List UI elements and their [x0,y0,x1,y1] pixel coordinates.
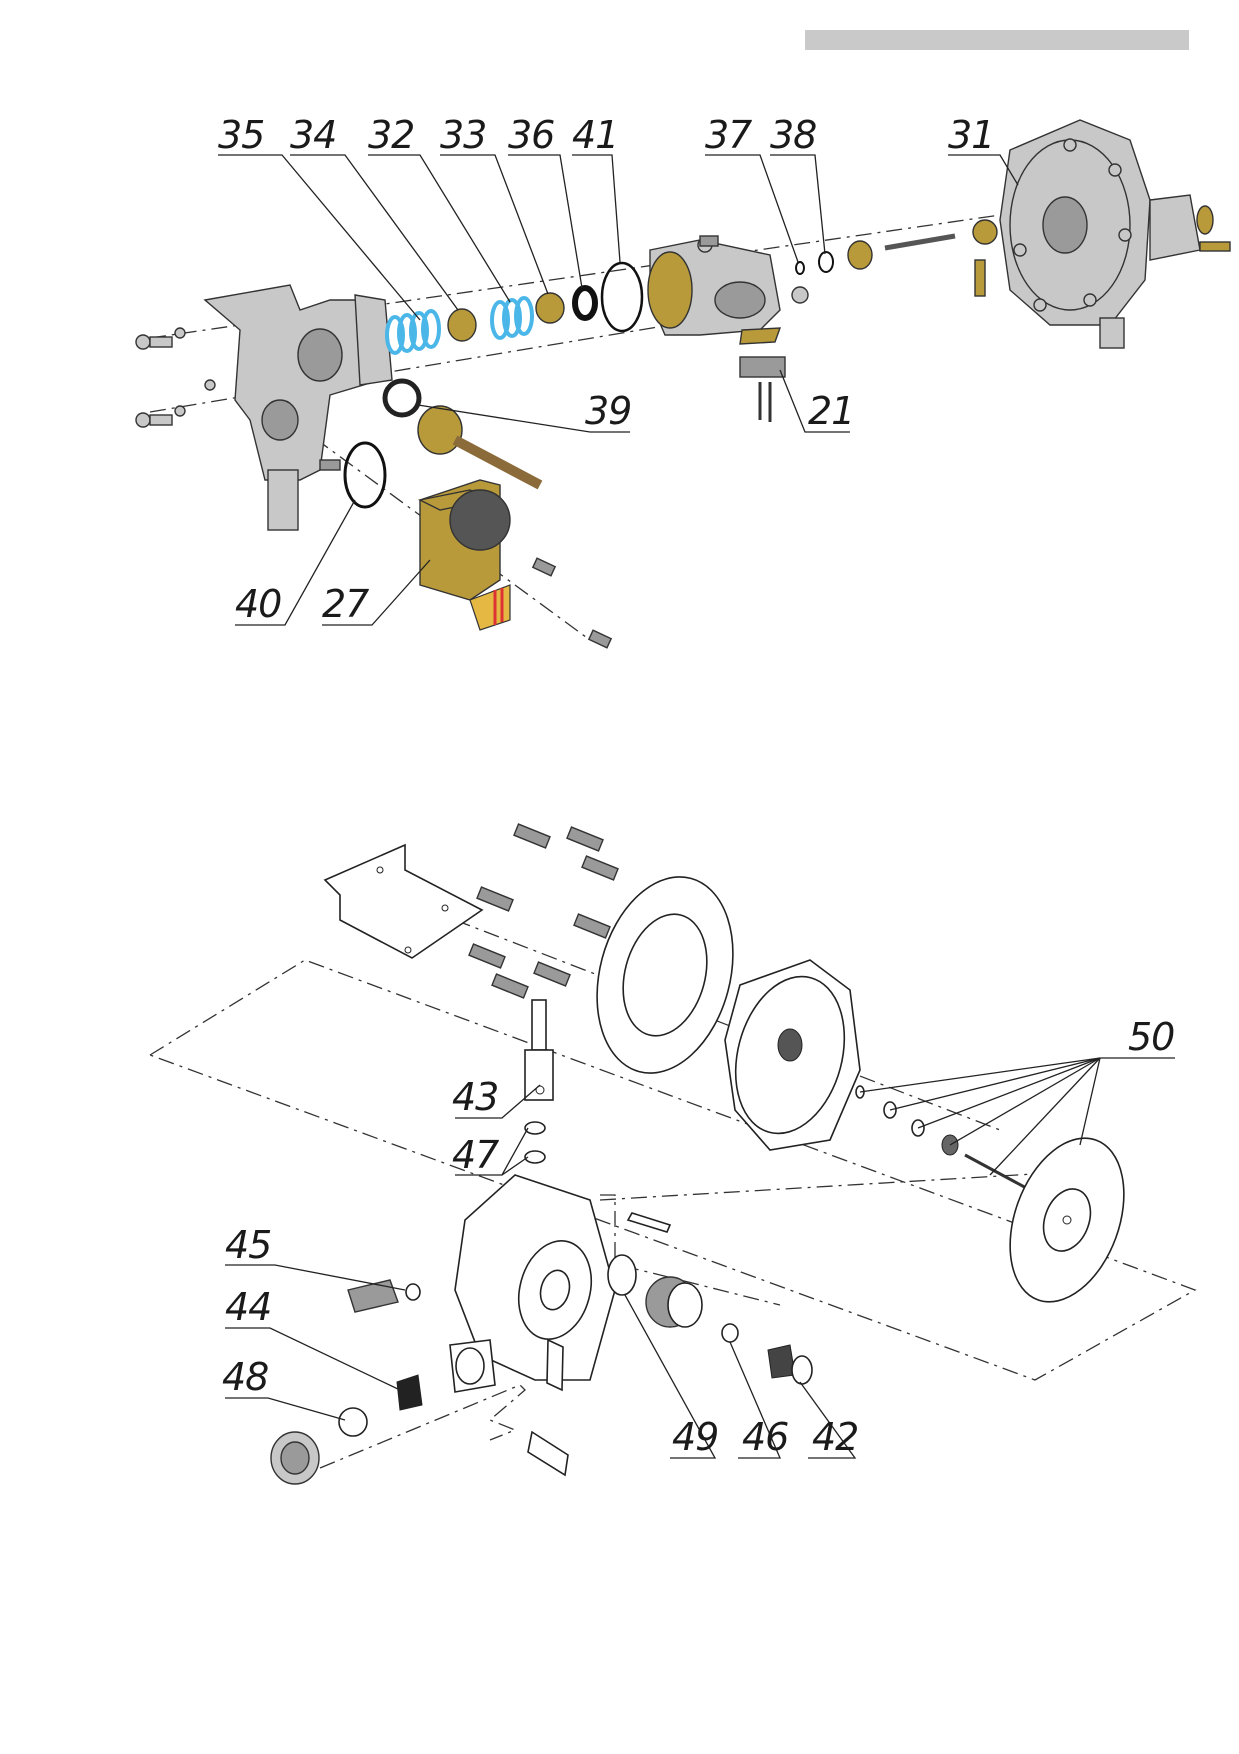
callout-31: 31 [948,113,994,157]
brass-coupler [972,219,998,297]
bolts [468,823,619,999]
spring-35 [385,309,441,355]
valve-42 [767,1344,813,1385]
top-callouts: 35 34 32 33 36 41 37 38 31 39 21 40 27 [218,113,995,626]
axis-line [319,1384,526,1469]
callout-21: 21 [808,389,854,433]
microswitch-21 [739,327,786,422]
fitting-48 [270,1431,320,1485]
o-ring-49 [607,1254,637,1296]
header-bar [805,30,1189,50]
o-ring-41 [600,261,644,333]
washers-47 [524,1121,546,1164]
washer-46 [721,1323,739,1343]
callout-41: 41 [572,113,618,157]
plug-45 [347,1279,421,1313]
o-ring-39 [382,378,422,418]
washer-37 [795,261,805,275]
callout-50: 50 [1128,1015,1174,1059]
callout-44: 44 [225,1285,271,1329]
callout-40: 40 [235,582,281,626]
top-assembly: 35 34 32 33 36 41 37 38 31 39 21 40 27 [135,113,1231,649]
brass-seat-34 [447,308,477,342]
membrane [1009,1137,1125,1303]
pin-rod [884,233,956,251]
callout-45: 45 [225,1223,271,1267]
callout-34: 34 [290,113,336,157]
callout-42: 42 [812,1415,858,1459]
clips [527,1212,672,1477]
brass-nut [847,240,873,270]
callout-36: 36 [508,113,554,157]
middle-housing [647,237,809,336]
frame-outline [148,959,1197,1381]
valve-body [135,284,393,531]
callout-37: 37 [705,113,752,157]
top-leaders [218,154,1019,626]
callout-47: 47 [452,1133,499,1177]
filter-44 [396,1374,423,1411]
callout-49: 49 [672,1415,718,1459]
callout-38: 38 [770,113,816,157]
washer-38 [818,251,834,273]
callout-35: 35 [218,113,264,157]
callout-43: 43 [452,1075,498,1119]
gasket [596,876,734,1074]
plunger-39 [417,405,543,490]
bottom-callouts: 50 43 47 45 44 48 49 46 42 [222,1015,1175,1459]
callout-33: 33 [440,113,486,157]
bottom-assembly: 50 43 47 45 44 48 49 46 42 [148,823,1197,1485]
callout-39: 39 [585,389,631,433]
solenoid-27 [417,479,511,631]
callout-48: 48 [222,1355,268,1399]
axis-line [599,1169,1101,1201]
bottom-leaders [225,1057,1175,1459]
callout-27: 27 [322,582,369,626]
bracket [323,843,484,959]
fitting-49 [645,1276,703,1328]
stem-43 [524,999,554,1101]
spring-32 [490,296,534,340]
flange-31 [999,119,1231,349]
callout-32: 32 [368,113,414,157]
washer-48 [338,1407,368,1437]
axis-line [454,919,1001,1131]
main-housing [449,1174,616,1393]
o-ring-40 [343,441,387,509]
diaphragm-cover [724,959,861,1151]
axis-line [149,214,1001,339]
callout-46: 46 [742,1415,788,1459]
brass-seat-33 [535,292,565,324]
washer-36 [572,285,598,321]
screws [319,235,719,649]
